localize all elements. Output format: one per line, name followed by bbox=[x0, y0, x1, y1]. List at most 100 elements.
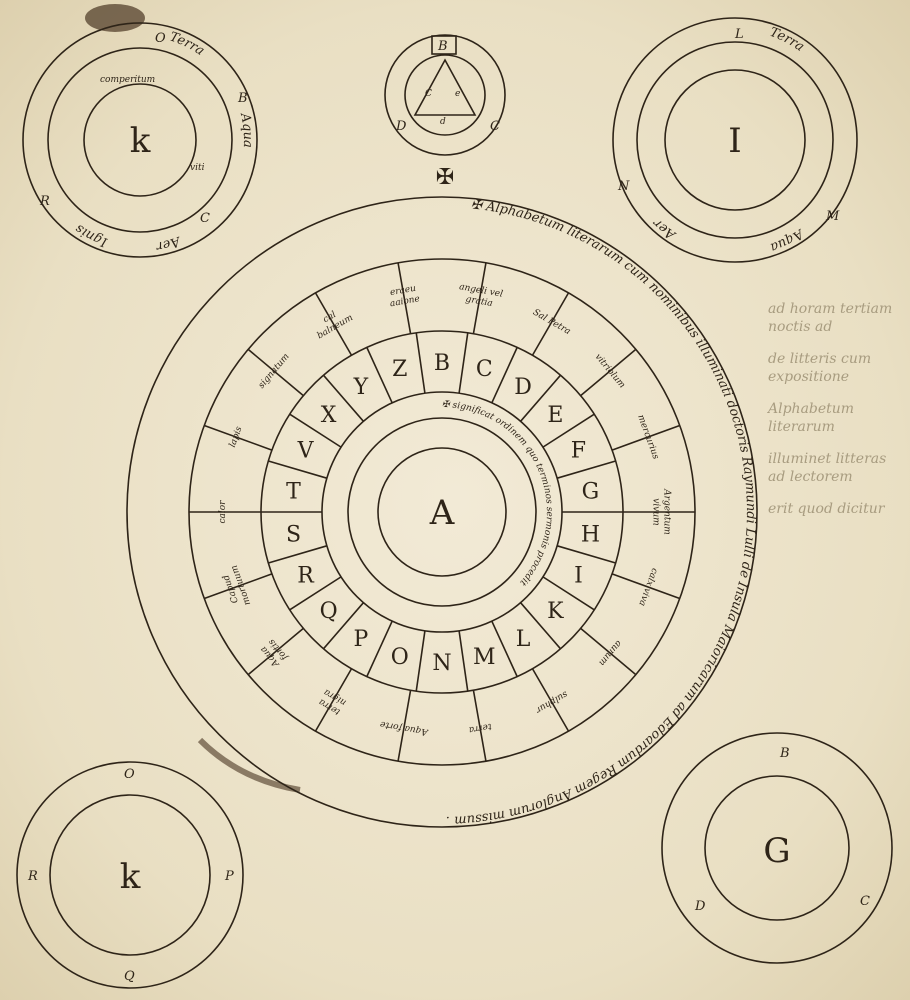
bottom-right-disc: G B C D bbox=[661, 732, 893, 964]
sector-divider bbox=[556, 545, 616, 564]
wheel-letter: I bbox=[574, 563, 583, 588]
ring-word: Aer bbox=[650, 215, 679, 243]
svg-text:Aer: Aer bbox=[154, 233, 182, 254]
cell-divider bbox=[397, 262, 412, 334]
ring-word: Aer bbox=[154, 233, 182, 254]
wheel-letter: S bbox=[286, 522, 301, 547]
sector-divider bbox=[519, 374, 562, 422]
cell-divider bbox=[472, 262, 487, 334]
segment-letter: B bbox=[237, 91, 248, 106]
faded-line: erit quod dicitur bbox=[768, 501, 885, 517]
sector-divider bbox=[519, 602, 562, 650]
top-right-disc: I L M N Terra Aqua Aer bbox=[612, 17, 858, 263]
sector-divider bbox=[289, 413, 342, 448]
sector-divider bbox=[491, 620, 518, 677]
cell-divider bbox=[580, 348, 637, 397]
wheel-letter: M bbox=[473, 645, 496, 670]
disc-center-letter: I bbox=[728, 121, 741, 161]
ring-word: Aqua bbox=[237, 111, 255, 148]
wheel-letter: Z bbox=[392, 357, 407, 382]
triangle-letter: d bbox=[440, 117, 446, 127]
svg-text:✠ significat ordinem quo termi: ✠ significat ordinem quo terminos sermon… bbox=[442, 400, 554, 588]
burn-mark bbox=[197, 737, 301, 793]
triangle-letter: C bbox=[425, 89, 432, 99]
faded-line: illuminet litteras ad lectorem bbox=[768, 451, 887, 485]
segment-letter: O bbox=[124, 767, 135, 782]
cell-divider bbox=[203, 573, 273, 600]
faded-line: ad horam tertiam noctis ad bbox=[768, 301, 893, 335]
segment-letter: B bbox=[779, 746, 790, 761]
cell-divider bbox=[314, 668, 353, 732]
sector-divider bbox=[458, 332, 469, 394]
sector-divider bbox=[556, 460, 616, 479]
wheel-letter: T bbox=[286, 480, 301, 505]
segment-letter: M bbox=[825, 209, 840, 224]
sector-divider bbox=[491, 347, 518, 404]
disc-center-letter: k bbox=[130, 121, 151, 161]
sector-divider bbox=[542, 576, 595, 611]
wheel-letter: F bbox=[571, 439, 586, 464]
ring-word: comperitum bbox=[100, 75, 155, 85]
sector-divider bbox=[268, 460, 328, 479]
wheel-letter: B bbox=[434, 351, 450, 376]
cell-divider bbox=[531, 292, 570, 356]
sector-divider bbox=[415, 332, 426, 394]
disc-center-letter: G bbox=[763, 831, 790, 871]
wheel-letter: G bbox=[582, 480, 600, 505]
faded-line: Alphabetum literarum bbox=[768, 401, 855, 435]
segment-letter: R bbox=[27, 869, 38, 884]
cell-divider bbox=[580, 627, 637, 676]
triangle-letter: e bbox=[455, 89, 460, 99]
ring-word: viti bbox=[190, 163, 205, 173]
segment-letter: L bbox=[734, 27, 744, 42]
top-center-disc: B C D C e d ✠ bbox=[384, 34, 506, 190]
cell-divider bbox=[314, 292, 353, 356]
segment-letter: C bbox=[860, 894, 870, 909]
segment-letter: Q bbox=[124, 969, 135, 984]
wheel-letter: H bbox=[581, 522, 600, 547]
segment-letter: B bbox=[437, 39, 448, 54]
segment-letter: P bbox=[224, 869, 234, 884]
sector-divider bbox=[366, 347, 393, 404]
wheel-cell-text: eraeuaaione bbox=[387, 283, 420, 309]
sector-divider bbox=[322, 602, 365, 650]
wheel-letter: Q bbox=[320, 599, 338, 624]
sector-divider bbox=[268, 545, 328, 564]
wheel-letter: K bbox=[547, 599, 564, 624]
wheel-letter: R bbox=[297, 563, 315, 588]
wheel-letter: X bbox=[321, 403, 337, 428]
cell-divider bbox=[247, 348, 304, 397]
top-left-disc: k O B C R Terra comperitum Aqua Aer Igni… bbox=[22, 22, 258, 258]
wheel-letter: D bbox=[514, 375, 532, 400]
cell-divider bbox=[531, 668, 570, 732]
cell-divider bbox=[472, 690, 487, 762]
cross-icon: ✠ bbox=[436, 165, 454, 190]
faded-line: de litteris cum expositione bbox=[768, 351, 872, 385]
sector-divider bbox=[289, 576, 342, 611]
segment-letter: C bbox=[490, 119, 500, 134]
cell-divider bbox=[203, 424, 273, 451]
cell-divider bbox=[247, 627, 304, 676]
wheel-letter: Y bbox=[353, 375, 369, 400]
sector-divider bbox=[322, 374, 365, 422]
wheel-letter: P bbox=[353, 627, 368, 652]
sector-divider bbox=[366, 620, 393, 677]
sector-divider bbox=[415, 630, 426, 692]
bottom-left-disc: k O P Q R bbox=[16, 761, 244, 989]
wheel-letter: E bbox=[547, 403, 563, 428]
svg-text:Aqua: Aqua bbox=[237, 111, 255, 148]
svg-text:Aer: Aer bbox=[650, 215, 679, 243]
wheel-letter: O bbox=[391, 645, 409, 670]
wheel-letter: N bbox=[432, 651, 451, 676]
background-writing: ad horam tertiam noctis ad de litteris c… bbox=[768, 300, 906, 532]
segment-letter: D bbox=[694, 899, 706, 914]
segment-letter: C bbox=[200, 211, 210, 226]
segment-letter: R bbox=[39, 194, 50, 209]
wheel-letter: C bbox=[476, 357, 493, 382]
segment-letter: D bbox=[395, 119, 407, 134]
disc-center-letter: k bbox=[120, 857, 141, 897]
cell-divider bbox=[611, 424, 681, 451]
segment-letter: O bbox=[155, 31, 166, 46]
